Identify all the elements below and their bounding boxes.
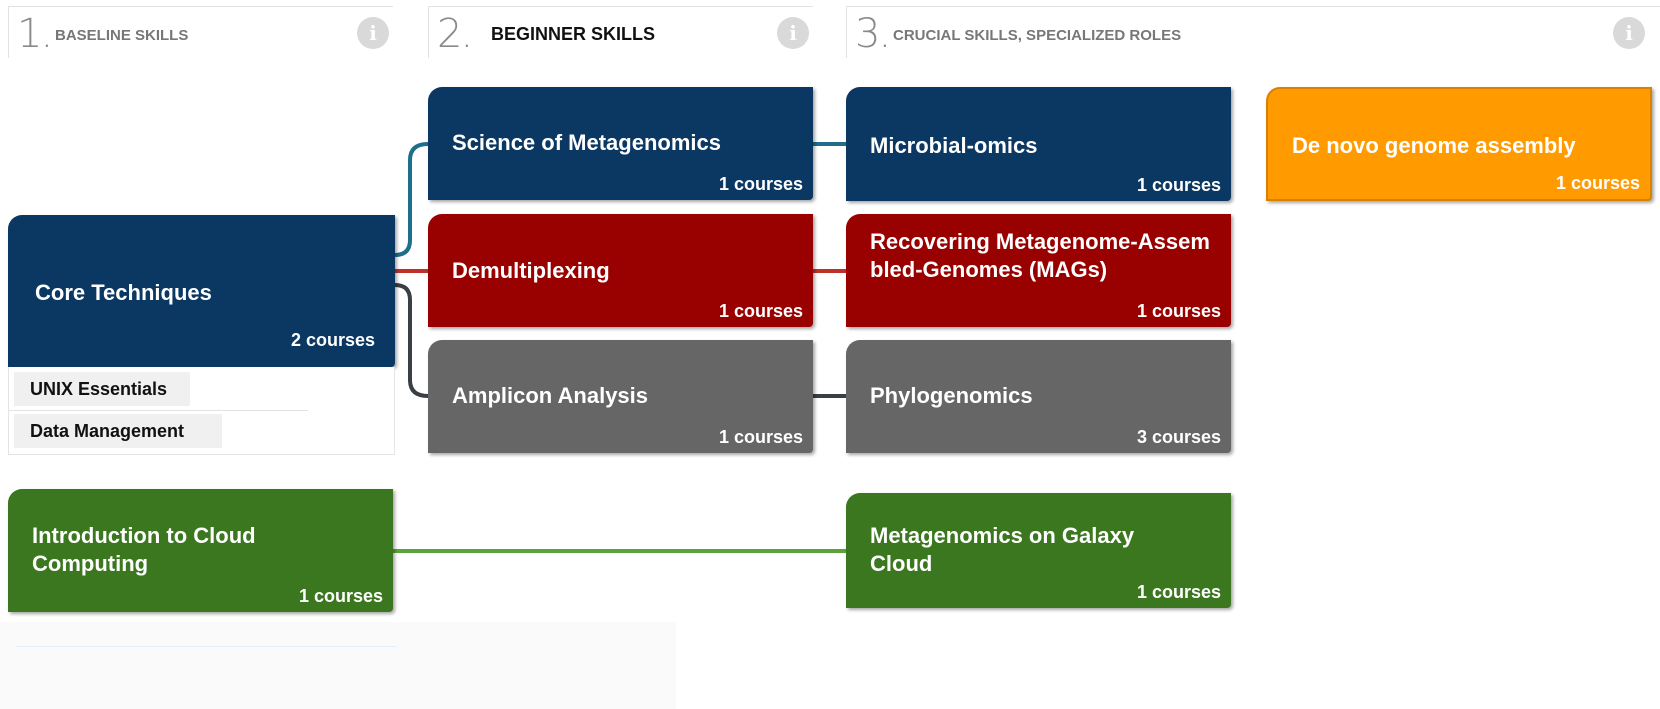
node-microbial-omics[interactable]: Microbial-omics 1 courses <box>846 87 1231 201</box>
node-intro-cloud-computing[interactable]: Introduction to Cloud Computing 1 course… <box>8 489 393 612</box>
node-science-of-metagenomics[interactable]: Science of Metagenomics 1 courses <box>428 87 813 200</box>
subitem-data-management[interactable]: Data Management <box>14 414 222 448</box>
node-count: 2 courses <box>290 330 375 350</box>
node-demultiplexing[interactable]: Demultiplexing 1 courses <box>428 214 813 327</box>
node-de-novo-genome-assembly[interactable]: De novo genome assembly 1 courses <box>1266 87 1652 201</box>
faded-toolbar <box>0 622 676 709</box>
connector-core-amplicon <box>394 283 429 398</box>
info-icon[interactable]: i <box>1613 17 1645 49</box>
node-count: 1 courses <box>1136 582 1221 602</box>
column-title: BASELINE SKILLS <box>55 27 189 44</box>
column-title: CRUCIAL SKILLS, SPECIALIZED ROLES <box>893 27 1182 44</box>
toolbar-divider <box>16 646 396 647</box>
column-header-baseline: 1. BASELINE SKILLS i <box>8 6 393 58</box>
node-count: 1 courses <box>718 427 803 447</box>
info-icon[interactable]: i <box>357 17 389 49</box>
node-metagenomics-galaxy-cloud[interactable]: Metagenomics on Galaxy Cloud 1 courses <box>846 493 1231 608</box>
node-count: 1 courses <box>298 586 383 606</box>
column-number: 2. <box>437 11 473 57</box>
node-core-techniques[interactable]: Core Techniques 2 courses <box>8 215 395 367</box>
subitem-divider <box>8 410 308 411</box>
node-count: 1 courses <box>718 301 803 321</box>
column-number: 3. <box>855 11 891 57</box>
node-title: Metagenomics on Galaxy Cloud <box>870 523 1135 576</box>
node-title: Science of Metagenomics <box>452 130 721 155</box>
subitem-unix-essentials[interactable]: UNIX Essentials <box>14 372 190 406</box>
connector-core-science <box>394 142 429 257</box>
node-title: Demultiplexing <box>452 258 610 283</box>
node-count: 1 courses <box>718 174 803 194</box>
node-count: 1 courses <box>1136 301 1221 321</box>
node-count: 1 courses <box>1555 173 1640 193</box>
node-title: Amplicon Analysis <box>452 383 649 408</box>
node-title: De novo genome assembly <box>1292 133 1576 158</box>
column-header-beginner: 2. BEGINNER SKILLS i <box>428 6 813 58</box>
column-number: 1. <box>17 11 53 57</box>
node-count: 1 courses <box>1136 175 1221 195</box>
info-icon[interactable]: i <box>777 17 809 49</box>
node-title: Introduction to Cloud Computing <box>32 523 256 576</box>
node-recovering-mags[interactable]: Recovering Metagenome-Assembled-Genomes … <box>846 214 1231 327</box>
node-title: Phylogenomics <box>870 383 1033 408</box>
node-title: Core Techniques <box>35 280 212 305</box>
node-count: 3 courses <box>1136 427 1221 447</box>
node-title: Recovering Metagenome-Assembled-Genomes … <box>870 229 1210 282</box>
node-phylogenomics[interactable]: Phylogenomics 3 courses <box>846 340 1231 453</box>
column-header-crucial: 3. CRUCIAL SKILLS, SPECIALIZED ROLES i <box>846 6 1660 58</box>
column-title: BEGINNER SKILLS <box>491 24 656 44</box>
node-title: Microbial-omics <box>870 133 1038 158</box>
node-amplicon-analysis[interactable]: Amplicon Analysis 1 courses <box>428 340 813 453</box>
